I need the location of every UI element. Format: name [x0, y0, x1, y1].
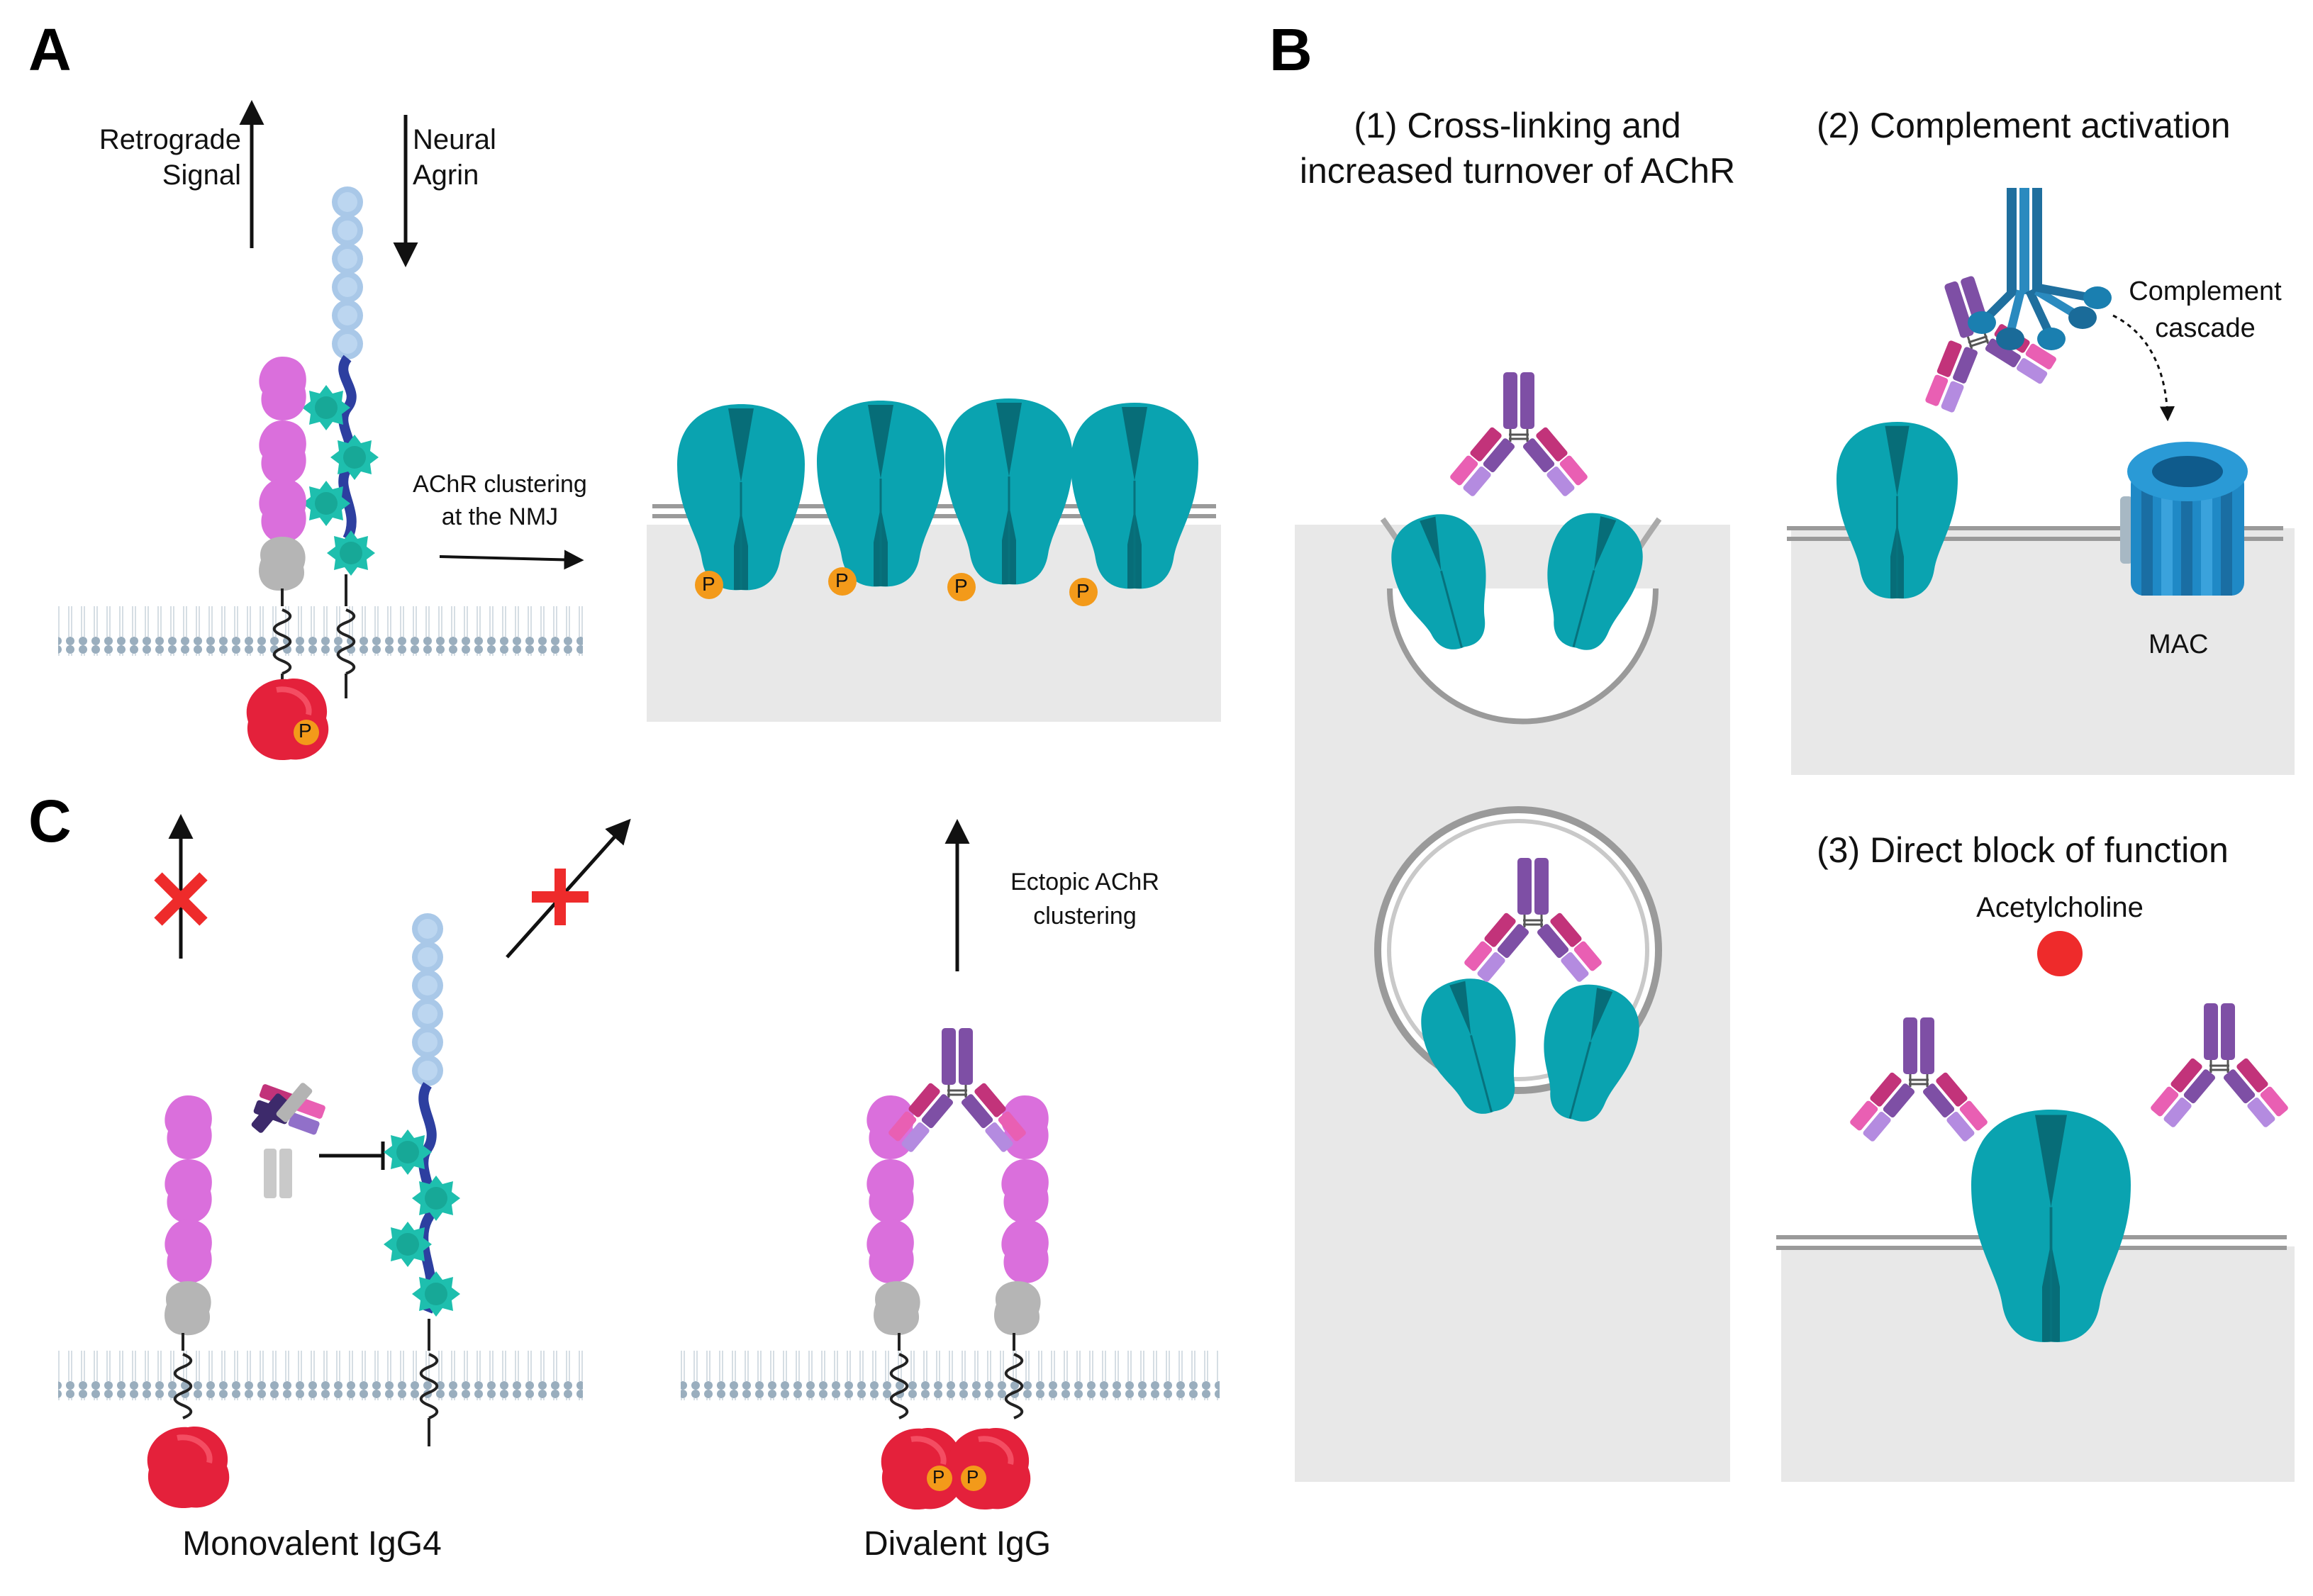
inhibition-bar-icon [319, 1142, 385, 1170]
clustering-line1: AChR clustering [413, 471, 587, 498]
membrane-a [58, 606, 583, 656]
panel-letter-c: C [28, 788, 72, 854]
panel-a [58, 100, 1221, 760]
phospho-label-c: P [932, 1466, 945, 1488]
panel-letter-a: A [28, 16, 72, 83]
ectopic-line2: clustering [1033, 903, 1137, 930]
clustering-label: AChR clustering at the NMJ [394, 468, 606, 533]
igg-antibody [2148, 1002, 2290, 1129]
panel-b [1295, 188, 2295, 1482]
complement-line1: Complement [2129, 277, 2282, 306]
divalent-caption: Divalent IgG [863, 1525, 1052, 1563]
phospho-label-c: P [966, 1466, 979, 1488]
mech1-line1: (1) Cross-linking and [1354, 106, 1681, 145]
c1q-complex [1968, 188, 2112, 350]
lrp4-musk-complex [247, 357, 328, 760]
complement-line2: cascade [2155, 313, 2256, 343]
phospho-label-a: P [702, 573, 715, 595]
phospho-label-a: P [299, 720, 312, 742]
mac-label: MAC [2148, 630, 2209, 659]
complement-label: Complement cascade [2099, 273, 2312, 347]
agrin-line2: Agrin [413, 160, 479, 191]
ectopic-label: Ectopic AChR clustering [979, 865, 1191, 933]
red-x-icon [154, 872, 208, 926]
phospho-label-a: P [1076, 580, 1090, 602]
phospho-label-a: P [954, 575, 968, 597]
mechanism-2-title: (2) Complement activation [1817, 106, 2231, 145]
panel-c [58, 814, 1220, 1509]
mech1-line2: increased turnover of AChR [1299, 151, 1736, 191]
acetylcholine-label: Acetylcholine [1976, 892, 2144, 923]
phospho-circle [294, 720, 319, 745]
clustering-line2: at the NMJ [441, 503, 559, 530]
clustering-arrow [439, 549, 584, 570]
membrane-c-right [681, 1351, 1220, 1400]
ectopic-line1: Ectopic AChR [1010, 869, 1159, 895]
phospho-label-a: P [835, 569, 849, 591]
mechanism-1-title: (1) Cross-linking and increased turnover… [1262, 103, 1773, 194]
blocked-arrow-diag [506, 818, 631, 959]
retrograde-label: Retrograde Signal [64, 122, 241, 193]
igg-antibody [1848, 1016, 1990, 1144]
red-x-icon [532, 869, 589, 925]
agrin-molecule [302, 186, 379, 698]
mac-pore [2120, 442, 2248, 596]
agrin-label: Neural Agrin [413, 122, 554, 193]
retrograde-line2: Signal [162, 160, 241, 191]
monovalent-caption: Monovalent IgG4 [182, 1525, 442, 1563]
monovalent-igg4 [251, 1083, 325, 1198]
achr-cluster [676, 397, 1200, 606]
panel-letter-b: B [1269, 16, 1312, 83]
cascade-arrow [2112, 314, 2175, 422]
igg-antibody [1448, 371, 1590, 498]
agrin-line1: Neural [413, 124, 496, 155]
membrane-c-left [58, 1351, 583, 1400]
mechanism-3-title: (3) Direct block of function [1817, 830, 2229, 870]
agrin-molecule [384, 913, 460, 1446]
acetylcholine-molecule [2037, 931, 2083, 976]
retrograde-line1: Retrograde [99, 124, 241, 155]
